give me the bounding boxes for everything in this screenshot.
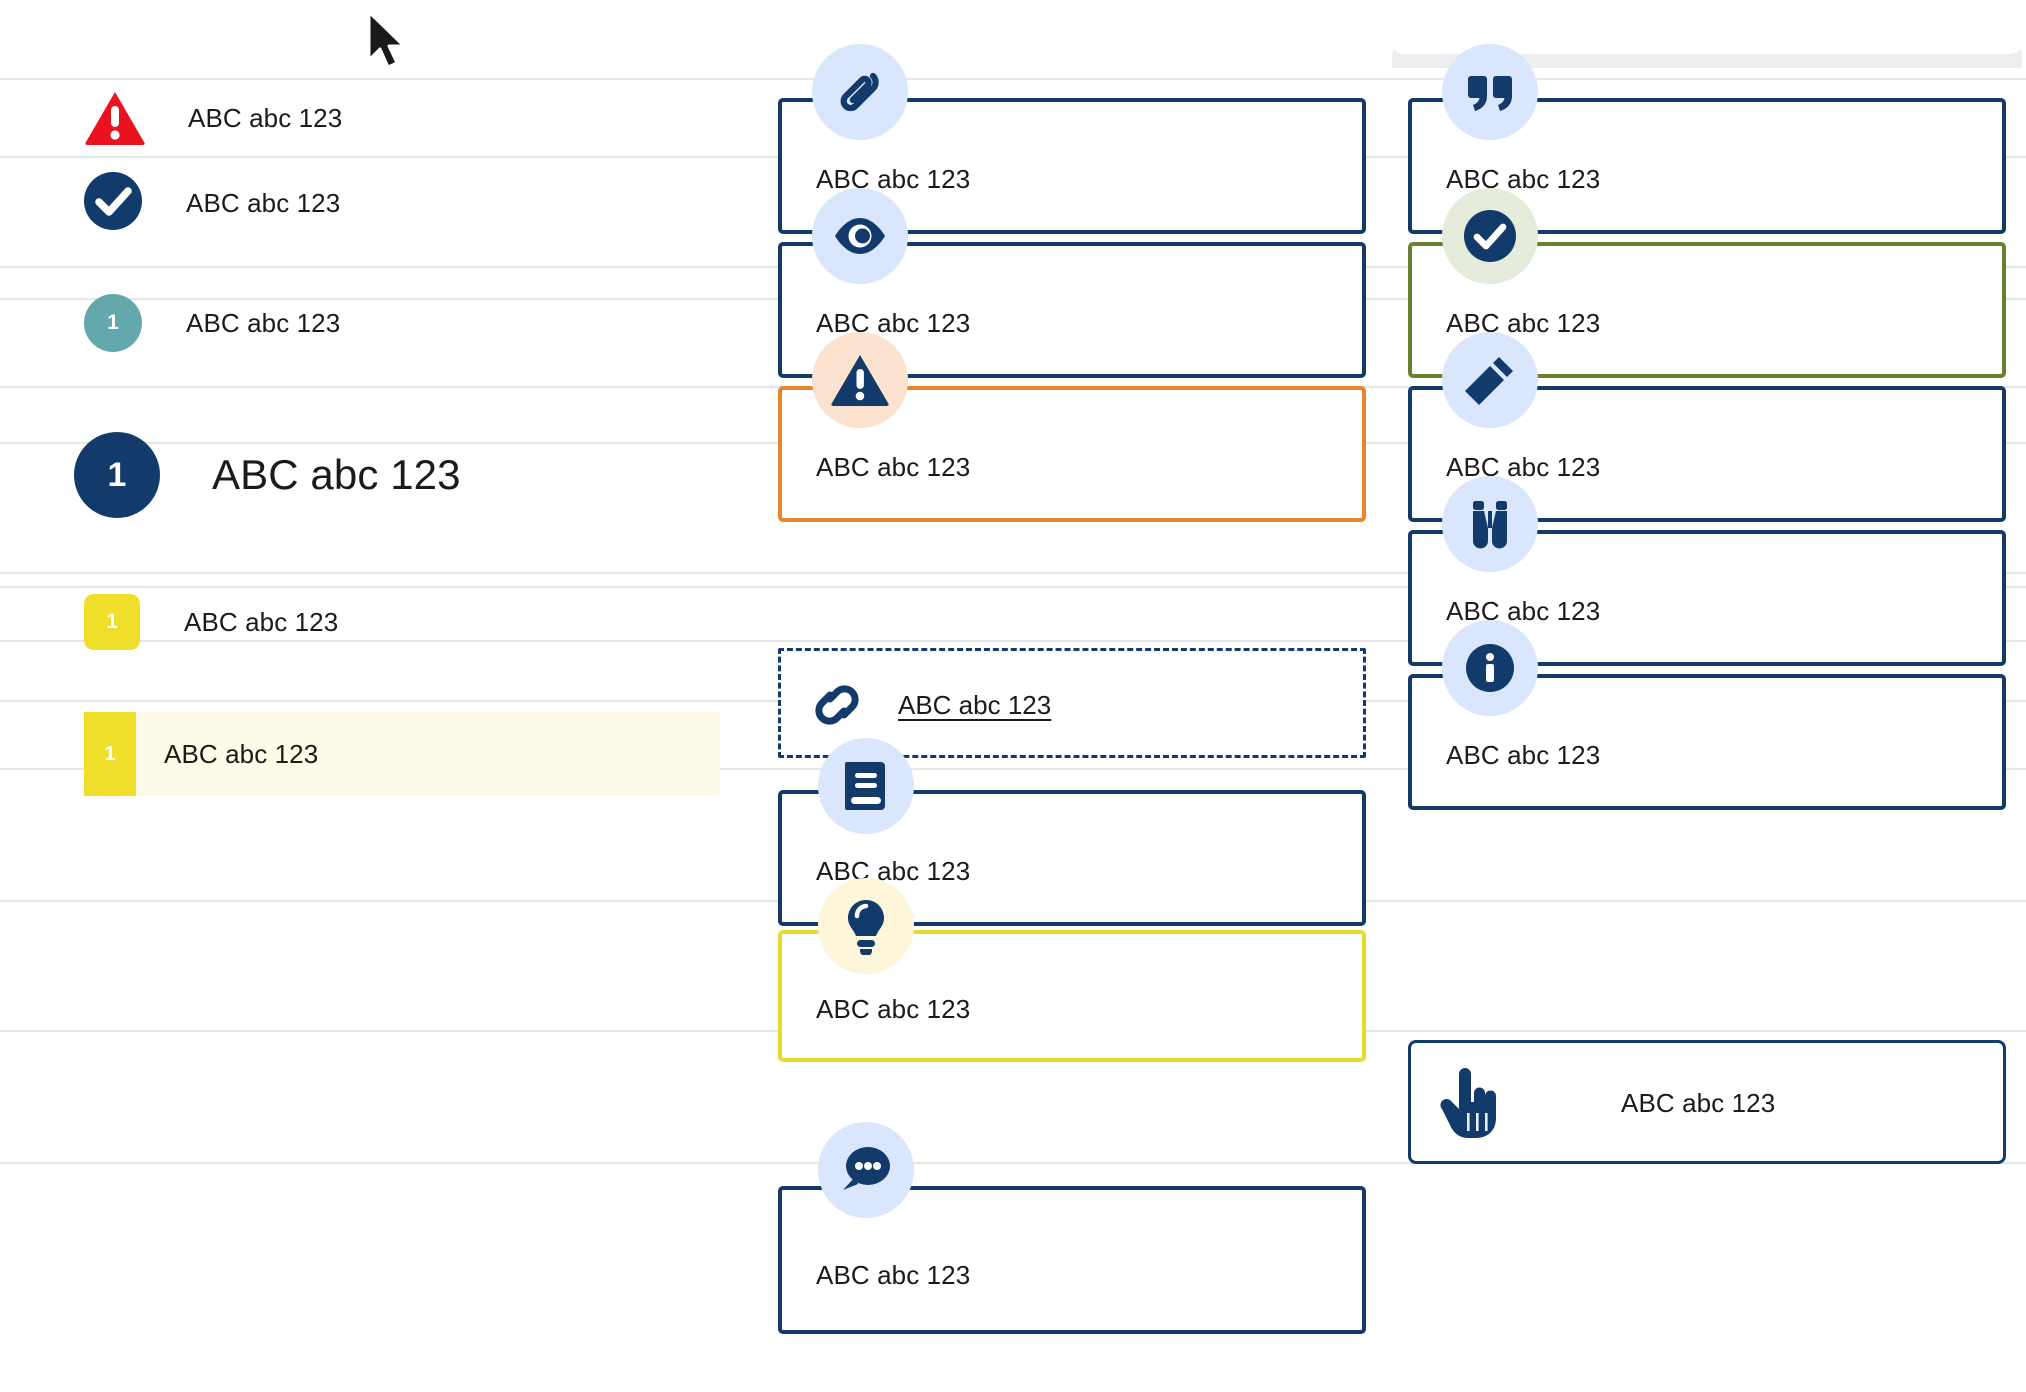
number-square-yellow-highlight-icon: 1 [84, 712, 136, 796]
number-circle-navy-large-icon: 1 [74, 432, 160, 518]
separator-line [0, 640, 2026, 642]
sidebar-item-warning[interactable]: ABC abc 123 [0, 82, 756, 154]
sidebar-item-primary[interactable]: 1 ABC abc 123 [0, 432, 756, 518]
badge-number: 1 [104, 742, 116, 765]
sidebar-item-label: ABC abc 123 [164, 738, 319, 769]
info-circle-icon [1442, 620, 1538, 716]
sidebar-item-selected[interactable]: 1 ABC abc 123 [84, 712, 720, 796]
number-square-yellow-icon: 1 [84, 594, 140, 650]
warning-triangle-icon [812, 332, 908, 428]
badge-number: 1 [107, 455, 127, 494]
sidebar-item-label: ABC abc 123 [186, 307, 341, 338]
pointing-hand-icon [1437, 1068, 1499, 1140]
card-warning[interactable]: ABC abc 123 [778, 386, 1366, 522]
sidebar-item-label: ABC abc 123 [184, 606, 339, 637]
card-link-label[interactable]: ABC abc 123 [898, 690, 1052, 720]
quote-icon [1442, 44, 1538, 140]
card-label: ABC abc 123 [816, 1260, 971, 1290]
card-label: ABC abc 123 [816, 308, 971, 338]
check-circle-icon [84, 171, 142, 235]
pencil-icon [1442, 332, 1538, 428]
sidebar-item-label: ABC abc 123 [212, 451, 461, 498]
warning-triangle-icon [84, 90, 146, 146]
check-circle-icon [1442, 188, 1538, 284]
card-label: ABC abc 123 [816, 164, 971, 194]
card-label: ABC abc 123 [1446, 596, 1601, 626]
separator-line [0, 78, 2026, 80]
card-label: ABC abc 123 [1446, 164, 1601, 194]
card-label: ABC abc 123 [816, 452, 971, 482]
speech-bubble-icon [818, 1122, 914, 1218]
middle-column: ABC abc 123 ABC abc 123 ABC abc 123 [778, 44, 1366, 1334]
separator-line [0, 1162, 2026, 1164]
card-label: ABC abc 123 [816, 994, 971, 1024]
sidebar-item-label: ABC abc 123 [188, 102, 343, 133]
link-icon [808, 680, 866, 730]
card-label: ABC abc 123 [1621, 1088, 1776, 1118]
binoculars-icon [1442, 476, 1538, 572]
card-label: ABC abc 123 [816, 856, 971, 886]
separator-line [0, 572, 2026, 574]
badge-number: 1 [107, 311, 119, 334]
sidebar: ABC abc 123 ABC abc 123 1 ABC abc 123 1 … [0, 0, 756, 1392]
card-label: ABC abc 123 [1446, 740, 1601, 770]
book-icon [818, 738, 914, 834]
top-right-panel-notch [1392, 42, 2022, 54]
card-label: ABC abc 123 [1446, 452, 1601, 482]
separator-line [0, 586, 2026, 588]
paperclip-icon [812, 44, 908, 140]
number-circle-teal-icon: 1 [84, 294, 142, 352]
sidebar-item-yellow-badge[interactable]: 1 ABC abc 123 [0, 594, 756, 650]
sidebar-item-teal-badge[interactable]: 1 ABC abc 123 [0, 294, 756, 352]
eye-icon [812, 188, 908, 284]
sidebar-item-check[interactable]: ABC abc 123 [0, 171, 756, 235]
lightbulb-icon [818, 878, 914, 974]
badge-number: 1 [106, 610, 118, 633]
card-label: ABC abc 123 [1446, 308, 1601, 338]
sidebar-item-label: ABC abc 123 [186, 187, 341, 218]
card-action[interactable]: ABC abc 123 [1408, 1040, 2006, 1164]
separator-line [0, 768, 2026, 770]
